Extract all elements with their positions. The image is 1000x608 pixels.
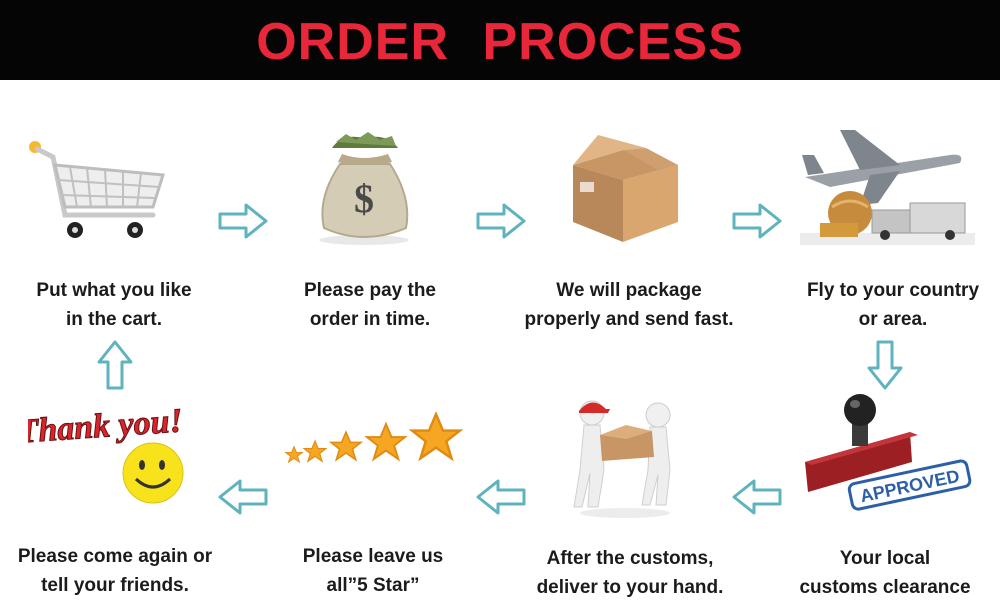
five-stars-icon bbox=[285, 412, 462, 463]
step-6-caption: After the customs, deliver to your hand. bbox=[536, 548, 724, 598]
arrow-down-icon bbox=[867, 340, 903, 390]
header-banner: ORDER PROCESS bbox=[0, 0, 1000, 80]
step-3-caption: We will package properly and send fast. bbox=[524, 280, 734, 330]
page-title: ORDER PROCESS bbox=[256, 13, 744, 71]
step-5-caption: Your local customs clearance bbox=[799, 548, 971, 598]
shopping-cart-icon bbox=[29, 141, 165, 238]
airplane-truck-icon bbox=[800, 130, 975, 245]
step-8-caption: Please come again or tell your friends. bbox=[17, 546, 213, 596]
arrow-right-icon bbox=[218, 203, 268, 239]
step-1-caption: Put what you like in the cart. bbox=[36, 280, 192, 330]
thank-you-smiley-icon: Thank you! bbox=[28, 402, 184, 504]
delivery-people-icon bbox=[573, 400, 671, 518]
arrow-right-icon bbox=[732, 203, 782, 239]
svg-text:$: $ bbox=[354, 176, 374, 221]
money-bag-icon: $ bbox=[319, 132, 409, 245]
arrow-right-icon bbox=[476, 203, 526, 239]
step-7-caption: Please leave us all”5 Star” bbox=[302, 546, 444, 596]
arrow-left-icon bbox=[218, 479, 268, 515]
arrow-left-icon bbox=[476, 479, 526, 515]
step-4-caption: Fly to your country or area. bbox=[806, 280, 980, 330]
step-2-caption: Please pay the order in time. bbox=[303, 280, 437, 330]
arrow-up-icon bbox=[97, 340, 133, 390]
approved-stamp-icon: APPROVED bbox=[805, 394, 972, 511]
cardboard-box-icon bbox=[573, 135, 678, 242]
arrow-left-icon bbox=[732, 479, 782, 515]
